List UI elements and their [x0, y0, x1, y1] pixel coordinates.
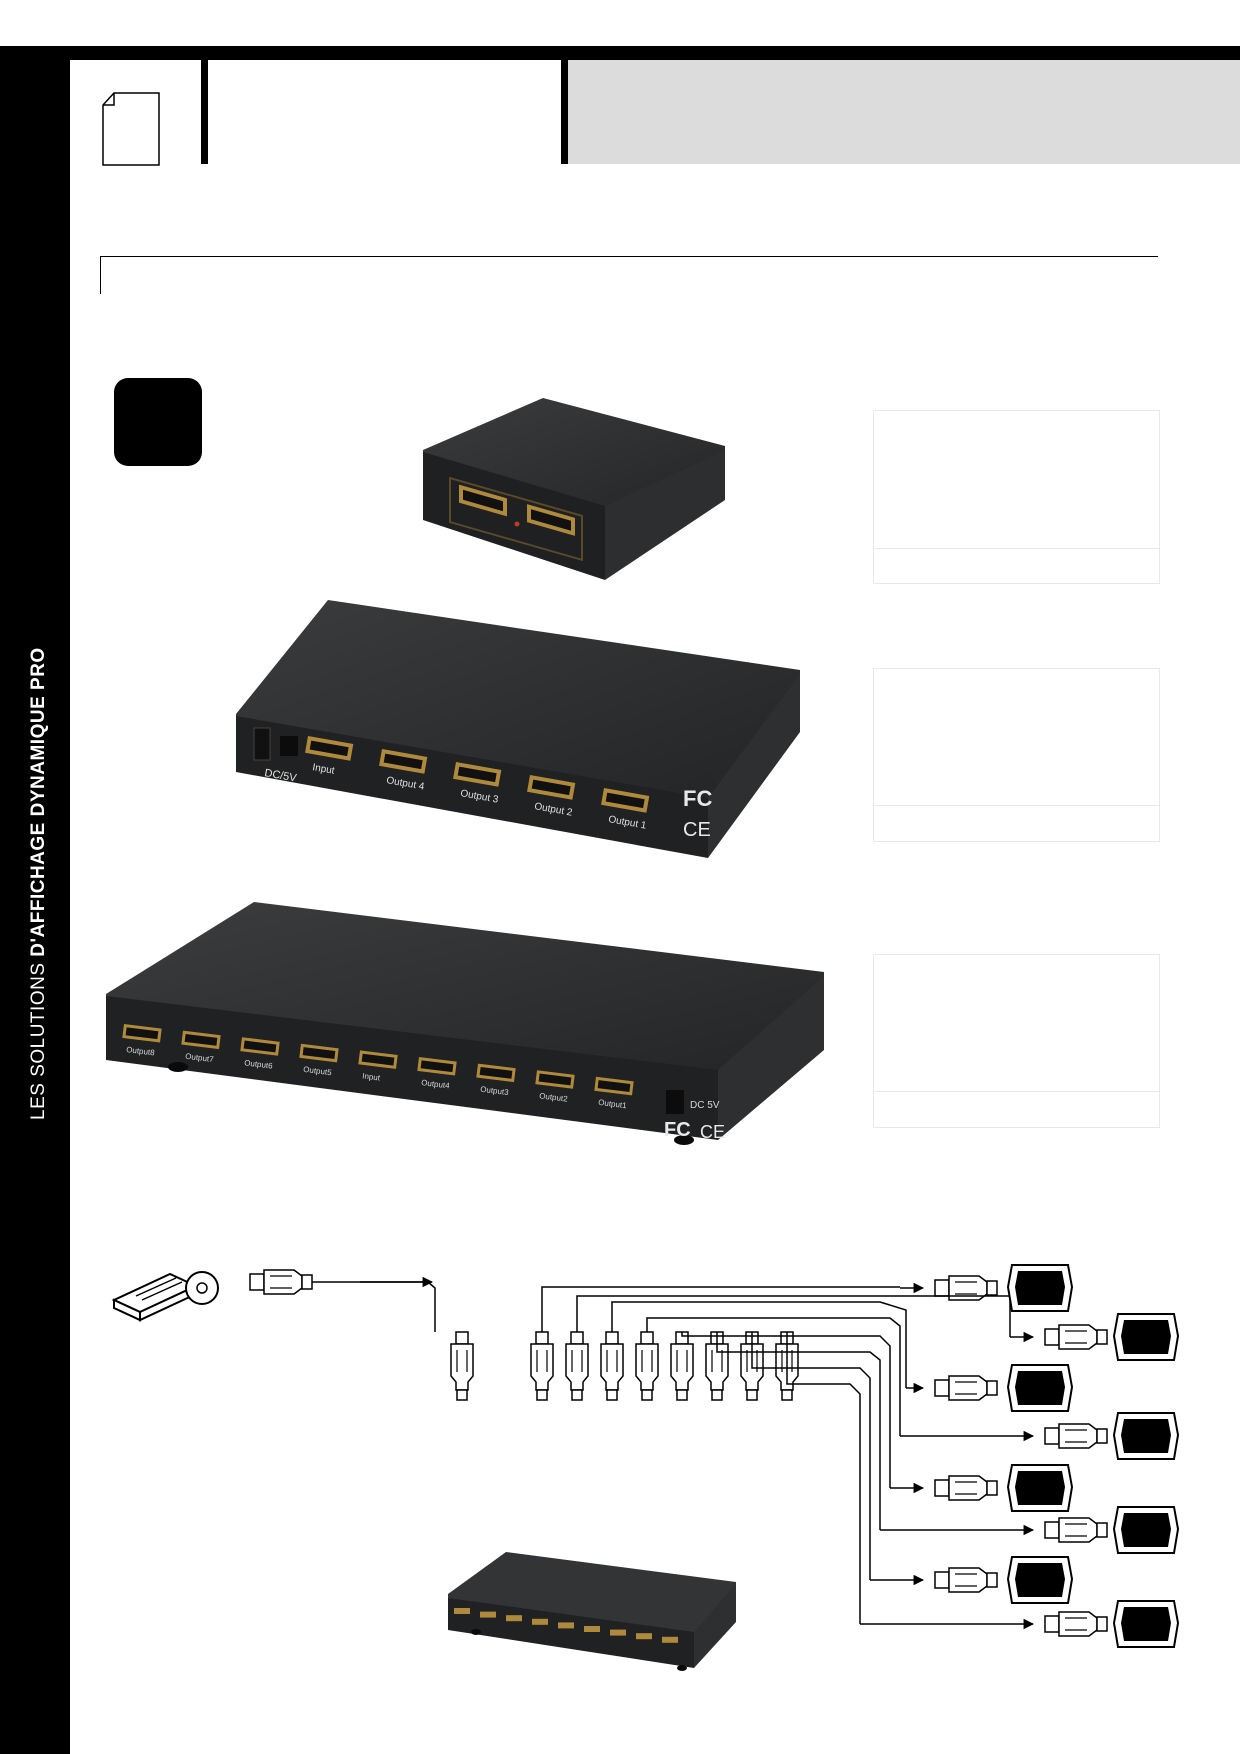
- fc-mark-icon: FC: [683, 786, 712, 811]
- hdmi-plug-icon: [670, 1331, 694, 1401]
- sidebar: [0, 46, 70, 1754]
- port-label: Output8: [126, 1045, 156, 1057]
- hdmi-port: [535, 1070, 575, 1089]
- hdmi-port: [558, 1622, 574, 1629]
- hdmi-port: [527, 775, 576, 800]
- port-label: Output2: [539, 1091, 569, 1103]
- signal-wire: [751, 1332, 871, 1580]
- dvd-player-icon: [111, 1271, 219, 1322]
- hdmi-plug-icon: [934, 1567, 998, 1593]
- signal-wire: [786, 1332, 861, 1624]
- hdmi-port: [454, 1608, 470, 1614]
- port-label: Output4: [421, 1078, 451, 1090]
- hdmi-plug-icon: [934, 1475, 998, 1501]
- port-label: DC 5V: [690, 1100, 720, 1111]
- section-rule-tick: [100, 256, 101, 294]
- hdmi-port: [453, 762, 502, 787]
- hdmi-port: [476, 1063, 516, 1083]
- hdmi-plug-icon: [1044, 1517, 1108, 1543]
- signal-wire: [541, 1286, 900, 1332]
- fc-mark-icon: FC: [664, 1119, 691, 1141]
- signal-wire: [576, 1295, 1011, 1337]
- hdmi-port: [584, 1626, 600, 1632]
- port-label: Input: [362, 1071, 382, 1082]
- port-label: DC/5V: [263, 767, 298, 785]
- hdmi-port: [299, 1043, 339, 1063]
- hdmi-plug-icon: [1044, 1611, 1108, 1637]
- sidebar-title-bold: D'AFFICHAGE DYNAMIQUE PRO: [28, 647, 49, 957]
- hdmi-port: [122, 1024, 162, 1043]
- signal-wire: [611, 1301, 907, 1388]
- header-divider: [201, 60, 208, 164]
- monitor-icon: [1007, 1556, 1073, 1604]
- power-switch: [253, 727, 271, 761]
- hdmi-plug-icon: [530, 1331, 554, 1401]
- hdmi-port: [417, 1057, 457, 1076]
- port-label: Output1: [598, 1098, 628, 1110]
- spec-box: [873, 410, 1160, 584]
- monitor-icon: [1113, 1506, 1179, 1554]
- ce-mark-icon: CE: [700, 1122, 725, 1142]
- hdmi-plug-icon: [934, 1375, 998, 1401]
- hdmi-plug-icon: [450, 1331, 474, 1401]
- hdmi-port: [480, 1611, 496, 1618]
- port-label: Output3: [480, 1085, 510, 1097]
- hdmi-port: [181, 1030, 221, 1050]
- hdmi-port: [506, 1615, 522, 1622]
- product-image-splitter-2: [423, 398, 725, 580]
- hdmi-port: [601, 787, 650, 813]
- connection-diagram: [111, 1264, 1179, 1648]
- hdmi-port: [459, 484, 507, 517]
- hdmi-port: [379, 749, 428, 774]
- monitor-icon: [1113, 1412, 1179, 1460]
- hdmi-plug-icon: [600, 1331, 624, 1401]
- monitor-icon: [1007, 1364, 1073, 1412]
- monitor-icon: [1113, 1600, 1179, 1648]
- dc-jack: [666, 1090, 684, 1114]
- hdmi-port: [358, 1050, 398, 1069]
- hdmi-port: [305, 736, 354, 761]
- product-number-badge: [114, 378, 202, 466]
- ce-mark-icon: CE: [683, 819, 711, 841]
- product-image-splitter-8-small: [448, 1552, 736, 1671]
- header-rule: [0, 46, 1240, 60]
- hdmi-plug-icon: [1044, 1324, 1108, 1350]
- section-rule: [100, 256, 1158, 257]
- port-label: Output5: [303, 1065, 333, 1077]
- hdmi-port: [240, 1037, 280, 1056]
- document-icon: [102, 92, 160, 166]
- hdmi-plug-icon: [249, 1269, 313, 1295]
- hdmi-port: [532, 1618, 548, 1625]
- monitor-icon: [1007, 1464, 1073, 1512]
- hdmi-port: [662, 1636, 678, 1643]
- hdmi-plug-icon: [565, 1331, 589, 1401]
- hdmi-port: [527, 504, 575, 536]
- sidebar-title: LES SOLUTIONS D'AFFICHAGE DYNAMIQUE PRO: [24, 480, 54, 1120]
- hdmi-port: [594, 1076, 634, 1096]
- hdmi-port: [636, 1633, 652, 1640]
- header-title-band: [568, 60, 1240, 164]
- hdmi-plug-icon: [1044, 1423, 1108, 1449]
- spec-box: [873, 954, 1160, 1128]
- hdmi-port: [610, 1629, 626, 1636]
- monitor-icon: [1113, 1313, 1179, 1361]
- port-label: Input: [311, 762, 335, 777]
- hdmi-plug-icon: [635, 1331, 659, 1401]
- signal-wire: [646, 1317, 901, 1436]
- port-label: Output7: [185, 1052, 215, 1064]
- sidebar-title-lead: LES SOLUTIONS: [28, 956, 49, 1121]
- port-label: Output6: [244, 1058, 274, 1070]
- spec-box: [873, 668, 1160, 842]
- monitor-icon: [1007, 1264, 1073, 1312]
- dc-jack: [280, 736, 298, 756]
- signal-wire: [716, 1332, 881, 1530]
- header-divider: [561, 60, 568, 164]
- signal-wire: [681, 1332, 891, 1488]
